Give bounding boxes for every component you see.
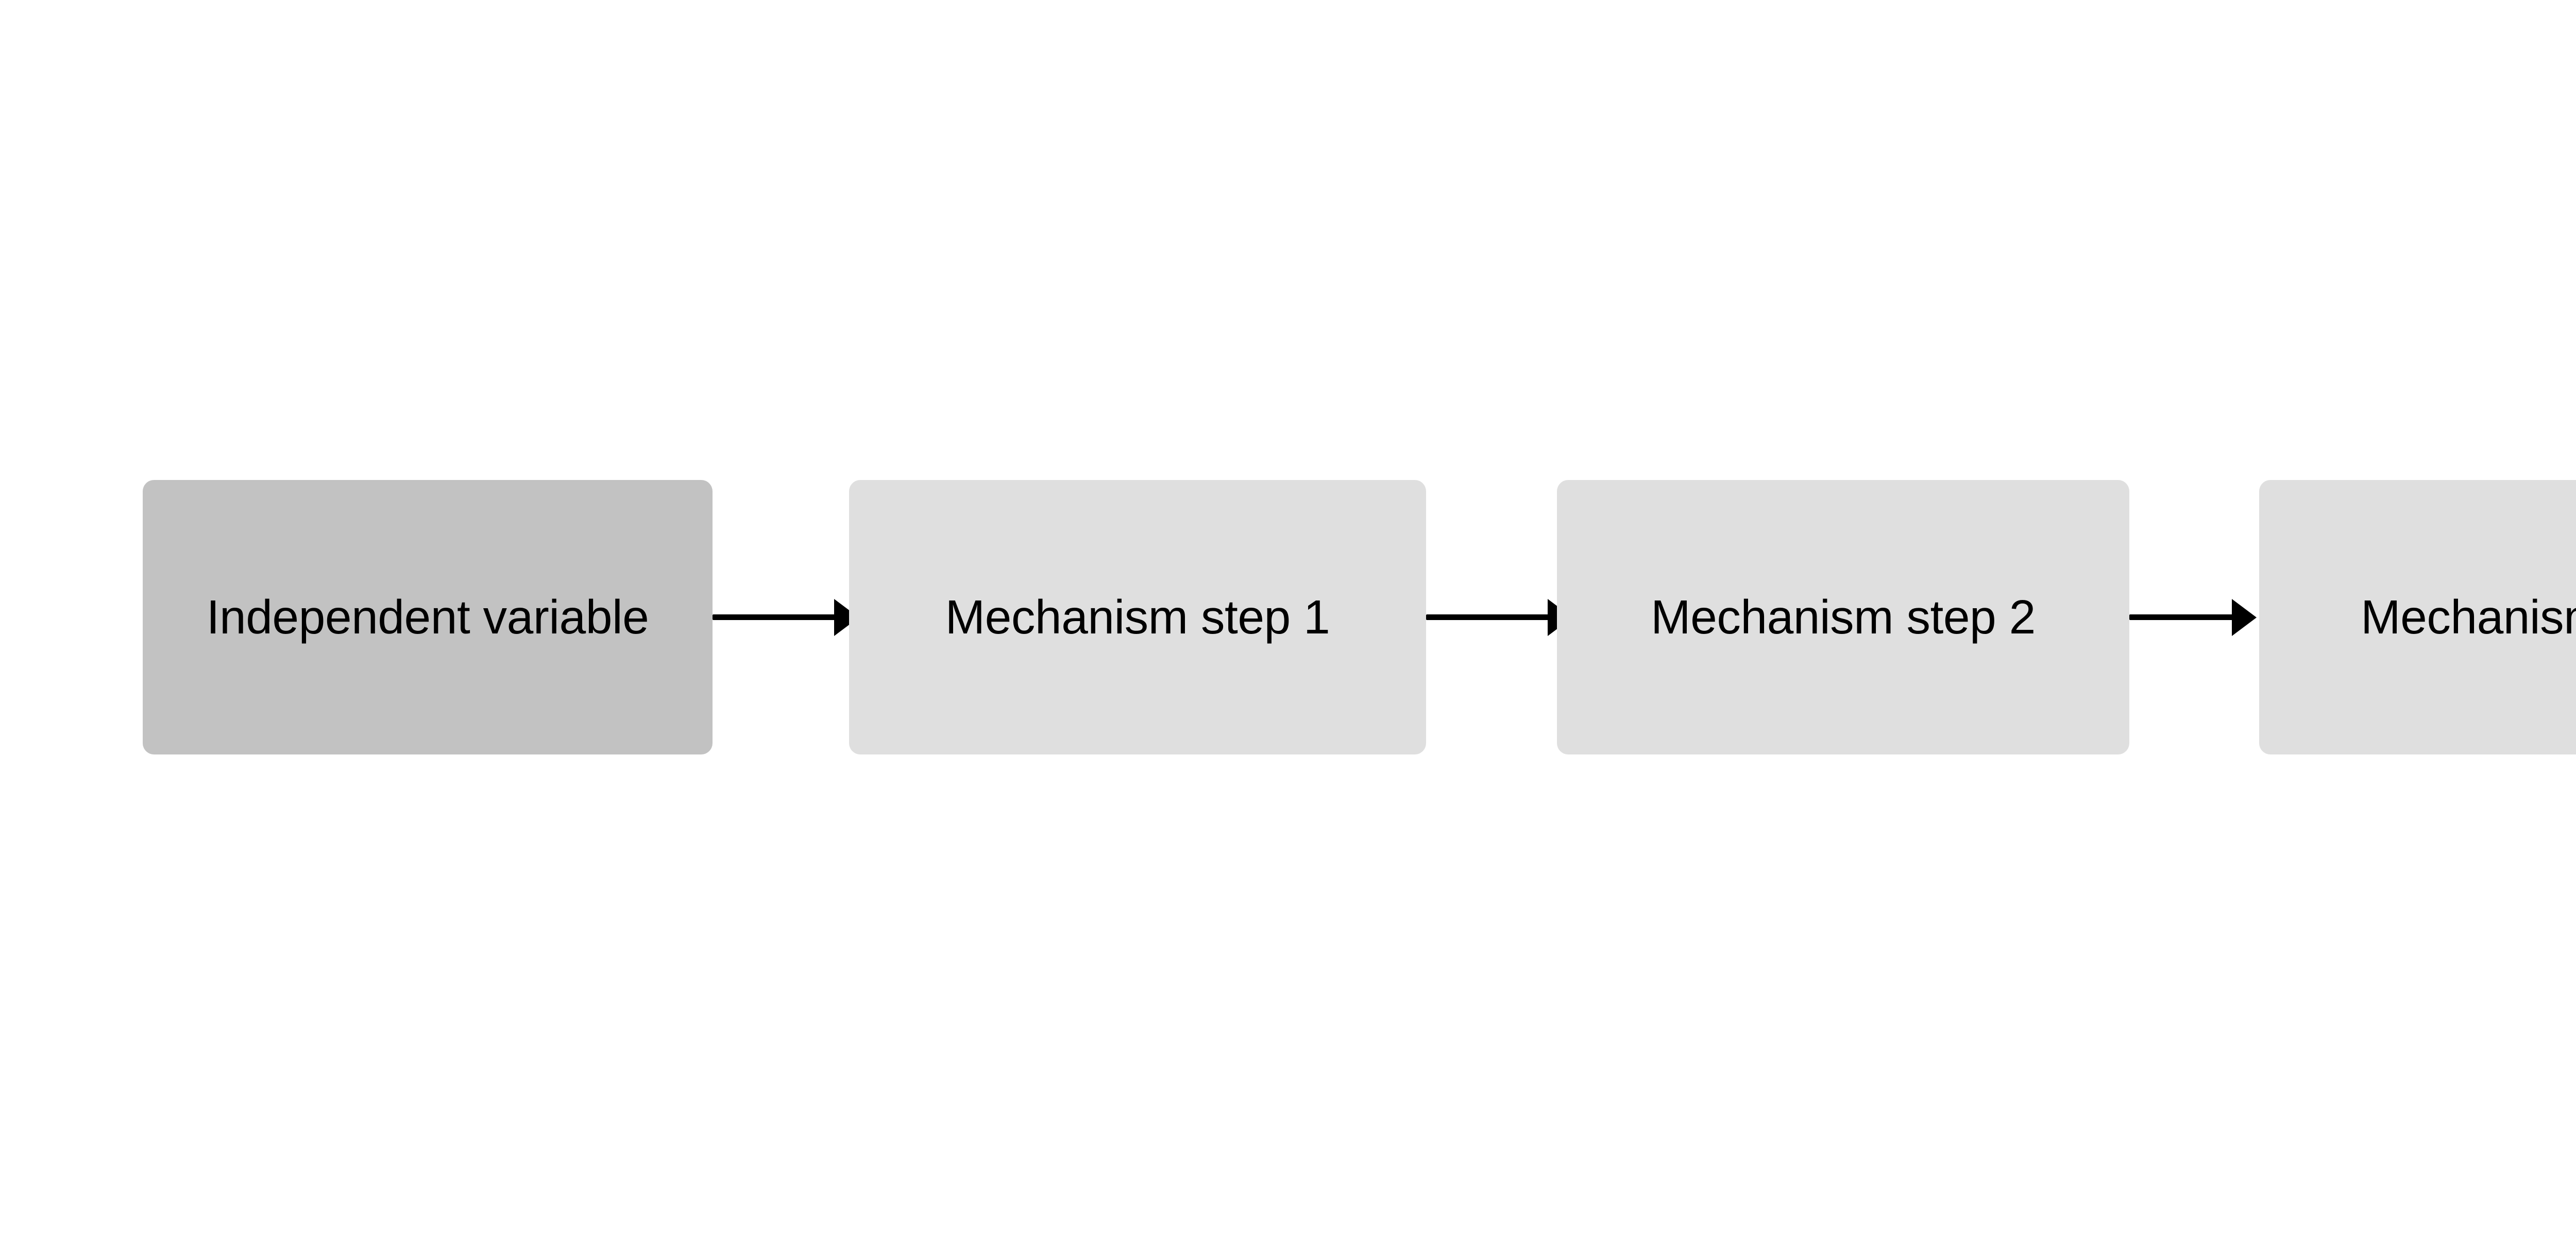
- node-label: Independent variable: [206, 590, 649, 644]
- edge-line: [1426, 614, 1550, 620]
- node-label: Mechanism step 1: [945, 590, 1330, 644]
- edge-mechanism-step-2-to-mechanism-step-3: [2129, 480, 2257, 754]
- edge-line: [2129, 614, 2234, 620]
- node-independent-variable[interactable]: Independent variable: [143, 480, 713, 754]
- node-mechanism-step-2[interactable]: Mechanism step 2: [1557, 480, 2129, 754]
- edge-independent-variable-to-mechanism-step-1: [713, 480, 859, 754]
- node-mechanism-step-1[interactable]: Mechanism step 1: [849, 480, 1426, 754]
- node-label: Mechanism step 2: [1651, 590, 2036, 644]
- edge-mechanism-step-1-to-mechanism-step-2: [1426, 480, 1572, 754]
- flow-chain: Independent variable Mechanism step 1 Me…: [0, 480, 2576, 754]
- edge-line: [713, 614, 836, 620]
- node-label: Mechanism step 3: [2361, 590, 2576, 644]
- arrow-right-icon: [2232, 599, 2257, 636]
- node-mechanism-step-3[interactable]: Mechanism step 3: [2259, 480, 2576, 754]
